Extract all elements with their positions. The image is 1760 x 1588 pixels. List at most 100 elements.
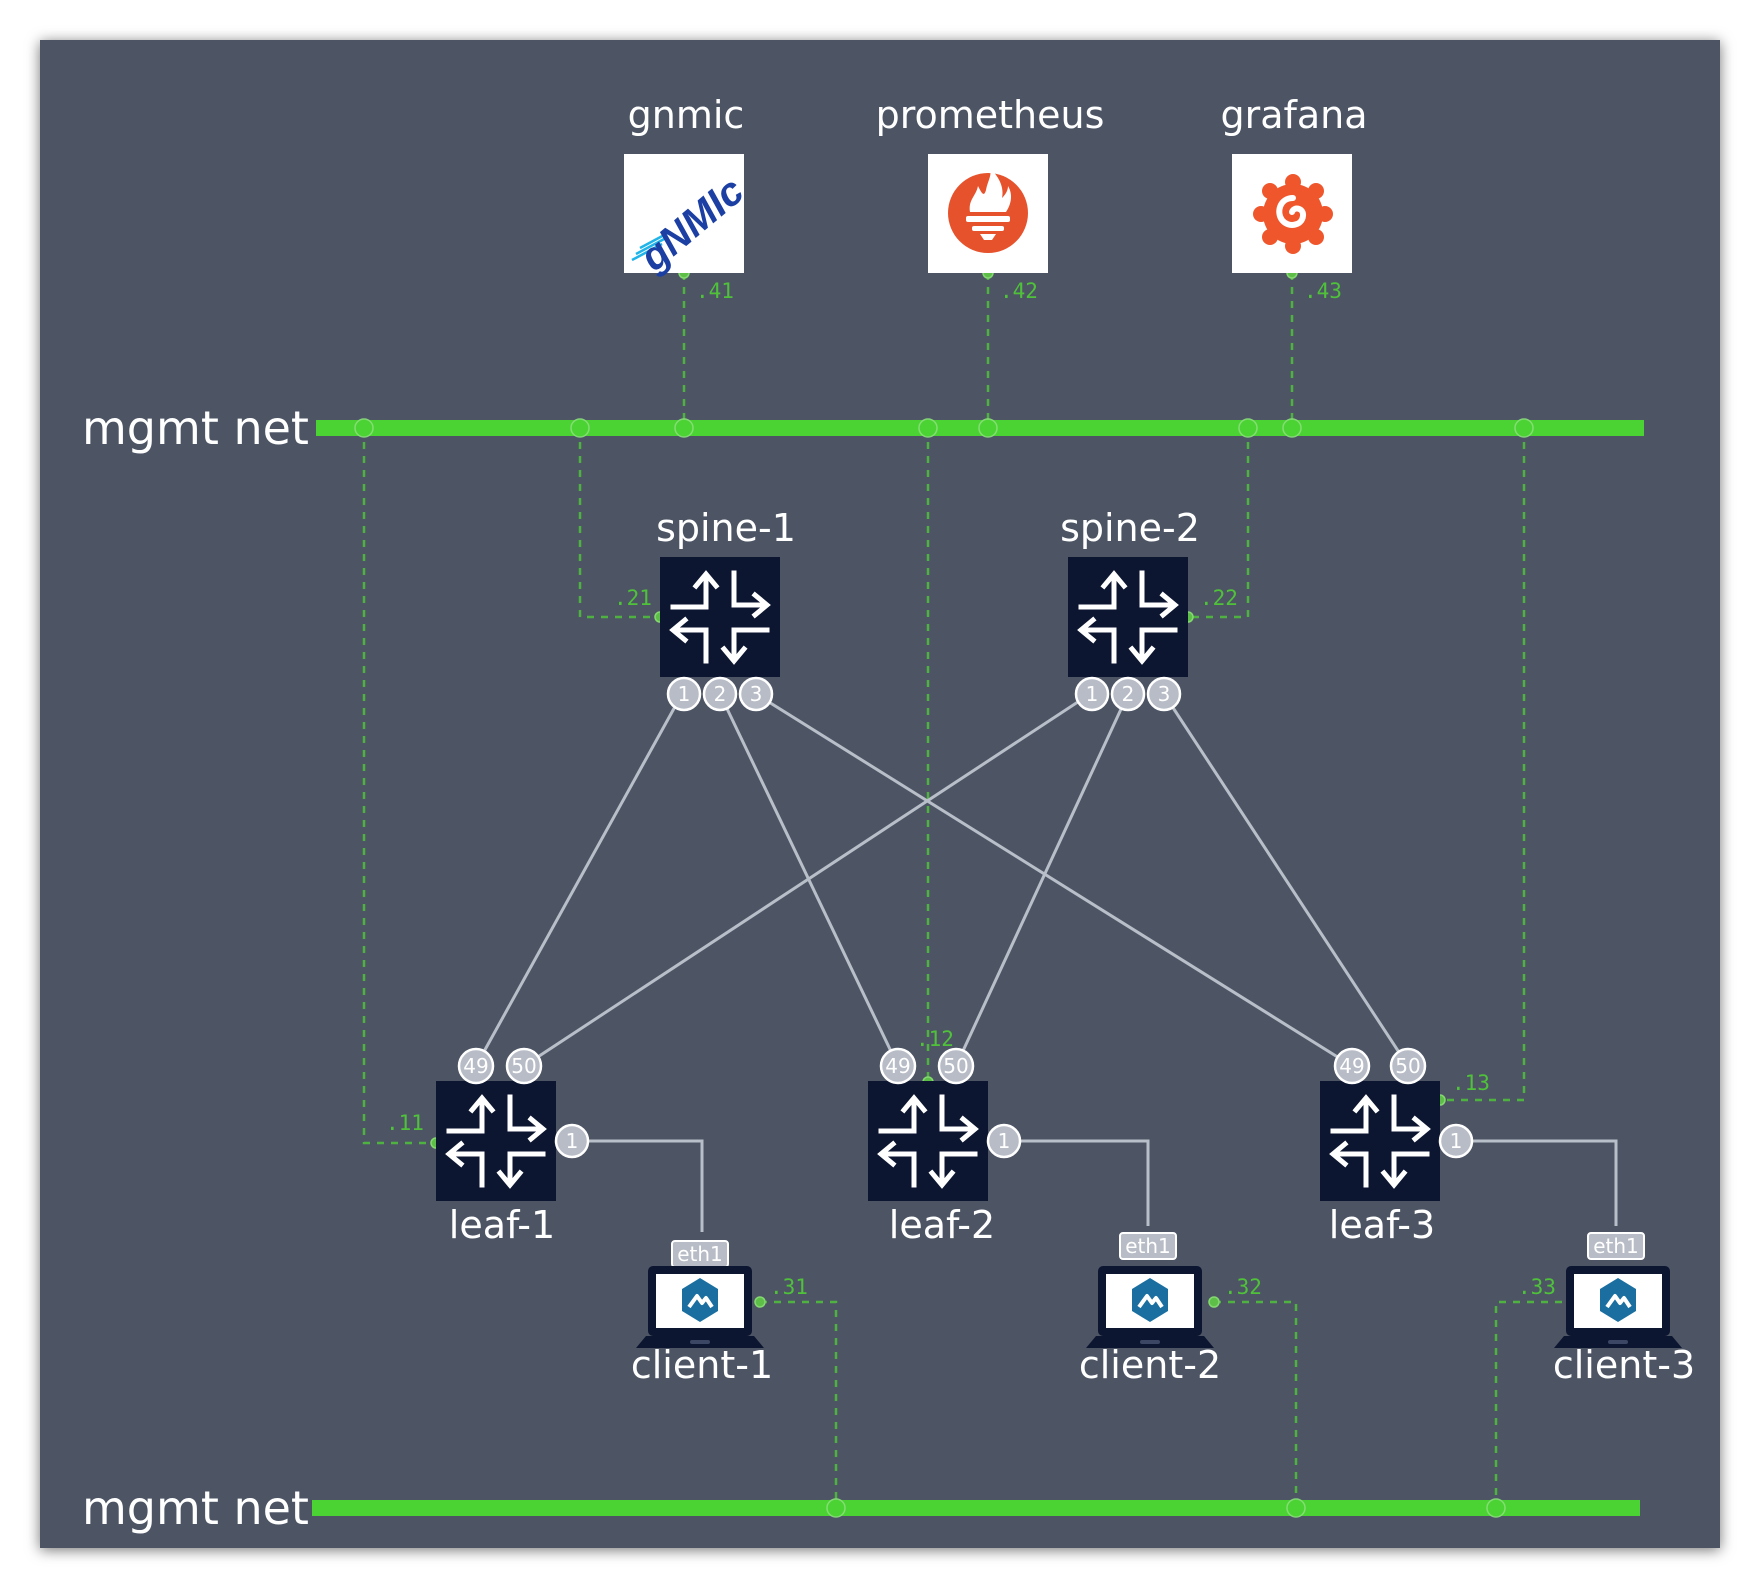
spine-2-router-icon bbox=[1068, 557, 1188, 677]
grafana-logo-icon bbox=[1253, 174, 1333, 254]
client-3-label: client-3 bbox=[1553, 1343, 1695, 1387]
mgmt-link-leaf-1 bbox=[362, 428, 436, 1145]
client-2-label: client-2 bbox=[1079, 1343, 1221, 1387]
spine-2-node[interactable]: spine-2 .22 1 2 3 bbox=[1060, 506, 1238, 712]
spine-2-port-2[interactable]: 2 bbox=[1110, 676, 1146, 712]
client-2-laptop-icon bbox=[1084, 1264, 1216, 1350]
svg-text:3: 3 bbox=[1158, 682, 1171, 706]
svg-text:3: 3 bbox=[750, 682, 763, 706]
spine-1-ip: .21 bbox=[614, 586, 652, 610]
mgmt-link-spine-2 bbox=[1188, 428, 1250, 619]
diagram-panel bbox=[40, 40, 1720, 1548]
leaf-1-node[interactable]: leaf-1 .11 49 50 1 bbox=[386, 1047, 590, 1247]
link-spine-2-leaf-3 bbox=[1162, 693, 1410, 1067]
svg-text:50: 50 bbox=[943, 1054, 968, 1078]
leaf-1-port-50[interactable]: 50 bbox=[505, 1047, 543, 1085]
gnmic-label: gnmic bbox=[628, 93, 745, 137]
client-3-iface: eth1 bbox=[1593, 1234, 1639, 1258]
client-1-laptop-icon bbox=[634, 1264, 766, 1350]
link-spine-2-leaf-1 bbox=[523, 692, 1091, 1068]
client-3-iface-tag bbox=[1587, 1232, 1645, 1260]
client-1-ip: .31 bbox=[770, 1275, 808, 1299]
prometheus-logo-icon bbox=[948, 168, 1028, 253]
leaf-3-label: leaf-3 bbox=[1329, 1203, 1435, 1247]
svg-text:50: 50 bbox=[511, 1054, 536, 1078]
spine-nodes: spine-1 .21 1 2 3 spine-2 .22 1 2 3 bbox=[614, 506, 1238, 712]
client-2-iface-tag bbox=[1119, 1232, 1177, 1260]
grafana-node[interactable]: grafana .43 bbox=[1220, 93, 1367, 303]
leaf-2-port-50[interactable]: 50 bbox=[937, 1047, 975, 1085]
link-spine-1-leaf-3 bbox=[755, 692, 1353, 1068]
svg-text:49: 49 bbox=[1339, 1054, 1364, 1078]
gnmic-ip: .41 bbox=[696, 279, 734, 303]
client-1-node[interactable]: eth1 client-1 .31 bbox=[631, 1240, 808, 1387]
leaf-1-label: leaf-1 bbox=[449, 1203, 555, 1247]
spine-2-ip: .22 bbox=[1200, 586, 1238, 610]
spine-1-label: spine-1 bbox=[656, 506, 796, 550]
leaf-3-port-49[interactable]: 49 bbox=[1333, 1047, 1371, 1085]
client-nodes: eth1 client-1 .31 eth1 client-2 .32 eth1… bbox=[631, 1232, 1695, 1387]
gnmic-node[interactable]: gnmic gNMIc .41 bbox=[624, 93, 752, 303]
svg-text:1: 1 bbox=[1450, 1129, 1463, 1153]
leaf-2-port-49[interactable]: 49 bbox=[879, 1047, 917, 1085]
svg-text:1: 1 bbox=[678, 682, 691, 706]
leaf-1-ip: .11 bbox=[386, 1111, 424, 1135]
leaf-1-router-icon bbox=[436, 1081, 556, 1201]
client-3-node[interactable]: eth1 client-3 .33 bbox=[1518, 1232, 1695, 1387]
client-2-iface: eth1 bbox=[1125, 1234, 1171, 1258]
leaf-3-router-icon bbox=[1320, 1081, 1440, 1201]
spine-2-port-1[interactable]: 1 bbox=[1074, 676, 1110, 712]
leaf-2-node[interactable]: leaf-2 .12 49 50 1 bbox=[868, 1027, 1022, 1247]
spine-1-node[interactable]: spine-1 .21 1 2 3 bbox=[614, 506, 796, 712]
client-3-laptop-icon bbox=[1552, 1264, 1684, 1350]
leaf-2-router-icon bbox=[868, 1081, 988, 1201]
link-spine-2-leaf-2 bbox=[954, 693, 1130, 1067]
svg-text:2: 2 bbox=[714, 682, 727, 706]
spine-1-port-1[interactable]: 1 bbox=[666, 676, 702, 712]
mgmt-net-label-top: mgmt net bbox=[82, 401, 309, 455]
svg-text:1: 1 bbox=[1086, 682, 1099, 706]
svg-text:49: 49 bbox=[463, 1054, 488, 1078]
grafana-label: grafana bbox=[1220, 93, 1367, 137]
client-2-node[interactable]: eth1 client-2 .32 bbox=[1079, 1232, 1262, 1387]
spine-1-port-2[interactable]: 2 bbox=[702, 676, 738, 712]
spine-1-router-icon bbox=[660, 557, 780, 677]
mgmt-net-label-bottom: mgmt net bbox=[82, 1481, 309, 1535]
prometheus-label: prometheus bbox=[876, 93, 1105, 137]
link-leaf-3-client-3 bbox=[1456, 1139, 1618, 1226]
mgmt-bus-top bbox=[316, 418, 1644, 438]
svg-text:1: 1 bbox=[566, 1129, 579, 1153]
mgmt-link-client-1 bbox=[760, 1300, 838, 1508]
client-3-ip: .33 bbox=[1518, 1275, 1556, 1299]
link-leaf-2-client-2 bbox=[1004, 1139, 1150, 1226]
prometheus-node[interactable]: prometheus .42 bbox=[876, 93, 1105, 303]
mgmt-bus-bottom bbox=[312, 1498, 1640, 1518]
svg-text:1: 1 bbox=[998, 1129, 1011, 1153]
mgmt-link-leaf-3 bbox=[1440, 428, 1526, 1102]
spine-1-port-3[interactable]: 3 bbox=[738, 676, 774, 712]
link-leaf-1-client-1 bbox=[572, 1139, 704, 1232]
spine-2-label: spine-2 bbox=[1060, 506, 1200, 550]
leaf-1-port-1[interactable]: 1 bbox=[554, 1123, 590, 1159]
svg-text:50: 50 bbox=[1395, 1054, 1420, 1078]
leaf-3-node[interactable]: leaf-3 .13 49 50 1 bbox=[1320, 1047, 1490, 1247]
mgmt-link-spine-1 bbox=[578, 428, 660, 619]
leaf-3-port-50[interactable]: 50 bbox=[1389, 1047, 1427, 1085]
fabric-links bbox=[474, 692, 1618, 1232]
monitoring-nodes: gnmic gNMIc .41 prometheus bbox=[624, 93, 1368, 303]
svg-text:2: 2 bbox=[1122, 682, 1135, 706]
client-1-iface: eth1 bbox=[677, 1242, 723, 1266]
leaf-3-ip: .13 bbox=[1452, 1071, 1490, 1095]
leaf-2-port-1[interactable]: 1 bbox=[986, 1123, 1022, 1159]
spine-2-port-3[interactable]: 3 bbox=[1146, 676, 1182, 712]
leaf-3-port-1[interactable]: 1 bbox=[1438, 1123, 1474, 1159]
leaf-2-ip: .12 bbox=[916, 1027, 954, 1051]
grafana-ip: .43 bbox=[1304, 279, 1342, 303]
prometheus-ip: .42 bbox=[1000, 279, 1038, 303]
client-2-ip: .32 bbox=[1224, 1275, 1262, 1299]
svg-text:49: 49 bbox=[885, 1054, 910, 1078]
leaf-2-label: leaf-2 bbox=[889, 1203, 995, 1247]
leaf-1-port-49[interactable]: 49 bbox=[457, 1047, 495, 1085]
leaf-nodes: leaf-1 .11 49 50 1 leaf-2 .12 49 50 1 le… bbox=[386, 1027, 1490, 1247]
